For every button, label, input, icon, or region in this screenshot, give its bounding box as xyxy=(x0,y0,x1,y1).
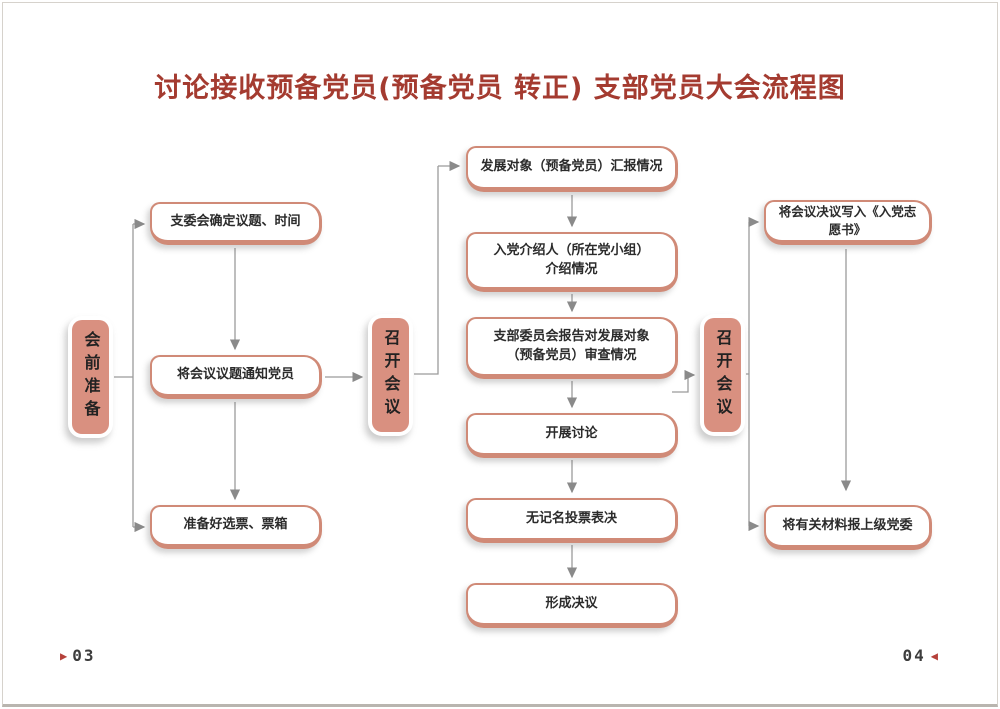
stage-convene-meeting: 召开会议 xyxy=(368,314,413,436)
stage-convene-meeting-right-label: 召开会议 xyxy=(704,318,741,432)
flow-step-introducer-presentation: 入党介绍人（所在党小组） 介绍情况 xyxy=(466,232,678,292)
page-number-right-value: 04 xyxy=(902,646,926,665)
stage-convene-meeting-right: 召开会议 xyxy=(700,314,745,436)
page-number-right: 04 ◀ xyxy=(903,646,939,665)
flow-step-anonymous-vote: 无记名投票表决 xyxy=(466,498,678,543)
flow-step-candidate-report: 发展对象（预备党员）汇报情况 xyxy=(466,146,678,192)
flow-step-record-resolution: 将会议决议写入《入党志愿书》 xyxy=(764,200,932,245)
flow-step-report-materials: 将有关材料报上级党委 xyxy=(764,505,932,550)
flow-step-discussion: 开展讨论 xyxy=(466,413,678,458)
stage-pre-meeting-label: 会前准备 xyxy=(72,320,109,434)
triangle-right-icon: ▶ xyxy=(60,648,68,663)
flow-step-form-resolution: 形成决议 xyxy=(466,583,678,628)
stage-convene-meeting-label: 召开会议 xyxy=(372,318,409,432)
page-title: 讨论接收预备党员(预备党员 转正) 支部党员大会流程图 xyxy=(154,73,846,104)
connector-group xyxy=(114,160,852,579)
stage-pre-meeting-preparation: 会前准备 xyxy=(68,316,113,438)
page-number-left: ▶ 03 xyxy=(60,646,96,665)
flow-step-set-agenda-time: 支委会确定议题、时间 xyxy=(150,202,322,245)
page-number-left-value: 03 xyxy=(72,646,96,665)
flow-step-committee-review-report: 支部委员会报告对发展对象 （预备党员）审查情况 xyxy=(466,317,678,379)
flow-step-prepare-ballots: 准备好选票、票箱 xyxy=(150,505,322,549)
triangle-left-icon: ◀ xyxy=(930,648,938,663)
flow-step-notify-members: 将会议议题通知党员 xyxy=(150,355,322,399)
